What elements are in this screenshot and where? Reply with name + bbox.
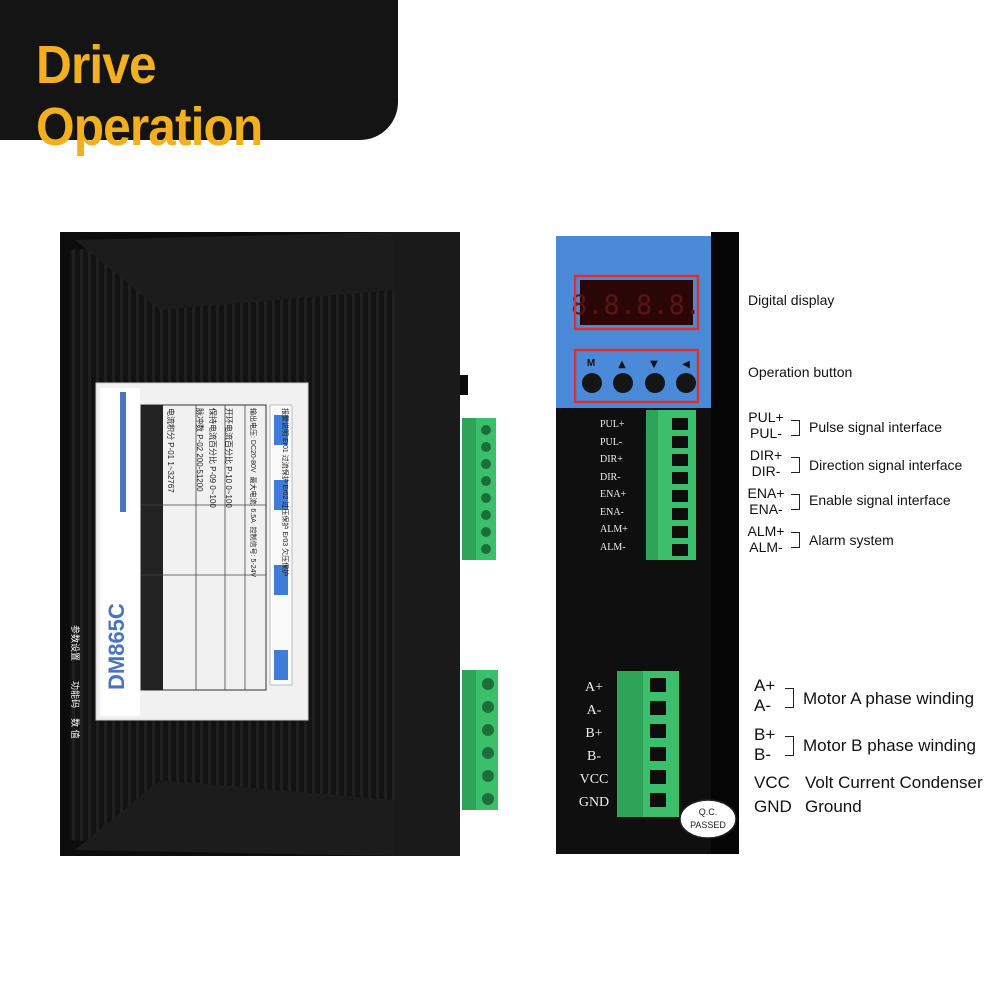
left-terminal-screws	[481, 425, 494, 805]
bracket-pul	[791, 420, 800, 436]
device-pin-dir-minus: DIR-	[600, 471, 621, 483]
bracket-motor-b	[785, 736, 794, 756]
motor-a-annotation: Motor A phase winding	[803, 689, 975, 708]
model-text: DM865C	[104, 603, 129, 690]
enable-signal-annotation: Enable signal interface	[809, 492, 951, 508]
label-row-4: 保持电流百分比 P-09 0~100	[208, 408, 217, 508]
svg-text:◀: ◀	[682, 359, 690, 370]
right-power-terminal	[617, 671, 679, 817]
svg-text:▲: ▲	[618, 359, 626, 370]
button-highlight	[573, 348, 700, 404]
label-spec-line: 输出电压: DC20-80V 最大电流: 6.5A 控制信号: 5-24V	[249, 408, 256, 578]
device-pin-ena-minus: ENA-	[600, 506, 624, 518]
label-alarm-line: 报警说明 Er01 过流保护 Er02 过压保护 Er03 欠压保护	[281, 408, 288, 577]
svg-text:M: M	[587, 358, 595, 369]
anno-dir-pins: DIR+ DIR-	[749, 447, 783, 479]
svg-text:▼: ▼	[650, 359, 658, 370]
bracket-ena	[791, 494, 800, 510]
left-button[interactable]	[676, 373, 696, 393]
label-table-rows: 电流比例 P-00 1~32767	[149, 408, 158, 493]
device-pin-b-plus: B+	[585, 726, 603, 741]
digital-display-annotation: Digital display	[748, 292, 835, 308]
qc-passed-stamp: Q.C. PASSED	[679, 799, 737, 839]
up-button[interactable]	[613, 373, 633, 393]
anno-ena-pins: ENA+ ENA-	[747, 485, 785, 517]
operation-button-annotation: Operation button	[748, 364, 853, 380]
vcc-annotation: Volt Current Condenser	[805, 773, 983, 792]
anno-pul-pins: PUL+ PUL-	[748, 409, 784, 441]
digital-display: 8.8.8.8.	[571, 274, 701, 331]
device-pin-pul-minus: PUL-	[600, 436, 623, 448]
top-chamfer	[75, 232, 395, 310]
device-pin-ena-plus: ENA+	[600, 489, 627, 500]
device-signal-pin-labels: PUL+ PUL- DIR+ DIR- ENA+ ENA- ALM+ ALM-	[600, 416, 630, 556]
device-pin-a-plus: A+	[584, 680, 603, 695]
svg-text:Q.C.: Q.C.	[699, 807, 718, 817]
anno-motor-b-pins: B+ B-	[754, 725, 776, 764]
device-pin-gnd: GND	[578, 795, 610, 810]
display-highlight	[573, 274, 700, 331]
label-row-5: 开环电流百分比 P-10 0~100	[224, 408, 233, 508]
bracket-motor-a	[785, 688, 794, 708]
m-button[interactable]	[582, 373, 602, 393]
title-banner: Drive Operation	[0, 0, 398, 157]
spec-label: DM865C	[95, 382, 309, 721]
button-panel: M ▲ ▼ ◀	[573, 348, 700, 404]
label-header-row: 参数设置 功能码 数 值	[70, 625, 80, 739]
left-power-terminal	[462, 670, 498, 810]
svg-text:PASSED: PASSED	[690, 820, 726, 830]
device-pin-pul-plus: PUL+	[600, 419, 625, 430]
svg-text:8.8.8.8.: 8.8.8.8.	[571, 290, 701, 321]
device-pin-alm-minus: ALM-	[600, 541, 626, 553]
device-pin-a-minus: A-	[586, 703, 602, 718]
label-row-2: 电流积分 P-01 1~32767	[166, 408, 175, 493]
gnd-annotation: Ground	[805, 797, 862, 816]
device-pin-dir-plus: DIR+	[600, 454, 623, 465]
alarm-system-annotation: Alarm system	[809, 532, 894, 548]
anno-alm-pins: ALM+ ALM-	[747, 523, 785, 555]
pulse-signal-annotation: Pulse signal interface	[809, 419, 943, 435]
label-row-3: 脉冲数 P-02 200-51200	[195, 408, 204, 492]
anno-motor-a-pins: A+ A-	[754, 676, 776, 715]
vcc-pin-annotation: VCC	[754, 773, 790, 792]
device-pin-alm-plus: ALM+	[600, 524, 628, 535]
bottom-chamfer	[75, 780, 395, 856]
right-signal-terminal	[646, 410, 696, 560]
direction-signal-annotation: Direction signal interface	[809, 457, 963, 473]
device-pin-vcc: VCC	[579, 772, 609, 787]
page-title: Drive Operation	[36, 35, 263, 157]
motor-b-annotation: Motor B phase winding	[803, 736, 976, 755]
device-power-pin-labels: A+ A- B+ B- VCC GND	[578, 676, 610, 814]
left-signal-terminal	[462, 418, 496, 560]
gnd-pin-annotation: GND	[754, 797, 792, 816]
bracket-alm	[791, 532, 800, 548]
device-pin-b-minus: B-	[587, 749, 601, 764]
bracket-dir	[791, 457, 800, 473]
down-button[interactable]	[645, 373, 665, 393]
